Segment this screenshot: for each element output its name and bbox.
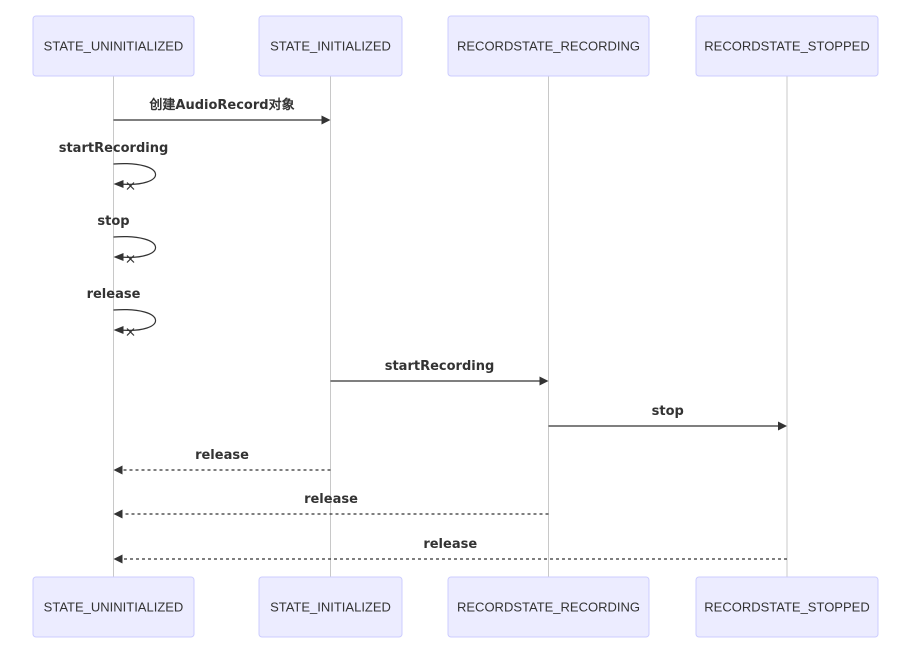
self-message-line xyxy=(113,236,157,258)
message-label: release xyxy=(423,537,477,552)
message-2: stop xyxy=(97,214,157,263)
message-label: stop xyxy=(97,214,129,229)
actor-recording-top: RECORDSTATE_RECORDING xyxy=(447,15,650,77)
actor-box xyxy=(258,576,403,638)
message-8: release xyxy=(113,537,787,564)
message-4: startRecording xyxy=(330,359,549,386)
self-message-line xyxy=(113,309,157,331)
arrowhead xyxy=(113,253,124,261)
message-3: release xyxy=(87,287,157,336)
actor-label: RECORDSTATE_STOPPED xyxy=(704,599,869,614)
actor-init-bottom: STATE_INITIALIZED xyxy=(258,576,403,638)
arrowhead xyxy=(113,509,123,519)
cross-mark xyxy=(126,328,135,336)
actor-uninit-bottom: STATE_UNINITIALIZED xyxy=(32,576,195,638)
cross-mark xyxy=(126,255,135,263)
actor-label: STATE_UNINITIALIZED xyxy=(44,38,184,53)
message-7: release xyxy=(113,492,549,519)
actor-box xyxy=(447,15,650,77)
actor-stopped-top: RECORDSTATE_STOPPED xyxy=(695,15,879,77)
actor-label: STATE_INITIALIZED xyxy=(270,38,391,53)
actor-label: STATE_INITIALIZED xyxy=(270,599,391,614)
message-label: release xyxy=(304,492,358,507)
message-label: 创建AudioRecord对象 xyxy=(148,97,294,113)
message-label: release xyxy=(87,287,141,302)
actor-init-top: STATE_INITIALIZED xyxy=(258,15,403,77)
message-5: stop xyxy=(548,404,787,431)
actor-label: RECORDSTATE_STOPPED xyxy=(704,38,869,53)
cross-mark xyxy=(126,182,135,190)
actor-box xyxy=(258,15,403,77)
actor-label: RECORDSTATE_RECORDING xyxy=(457,38,640,53)
message-label: startRecording xyxy=(385,359,495,374)
actor-recording-bottom: RECORDSTATE_RECORDING xyxy=(447,576,650,638)
arrowhead xyxy=(321,115,331,125)
message-label: release xyxy=(195,448,249,463)
arrowhead xyxy=(778,421,787,431)
message-label: stop xyxy=(652,404,684,419)
message-6: release xyxy=(113,448,331,475)
actor-box xyxy=(447,576,650,638)
lifelines xyxy=(113,76,788,577)
message-1: startRecording xyxy=(59,141,169,190)
actor-box xyxy=(32,15,195,77)
actor-box xyxy=(695,576,879,638)
arrowhead xyxy=(113,180,124,188)
actor-label: STATE_UNINITIALIZED xyxy=(44,599,184,614)
actor-box xyxy=(695,15,879,77)
actors: STATE_UNINITIALIZED STATE_INITIALIZED RECO… xyxy=(32,15,879,638)
arrowhead xyxy=(113,465,123,475)
message-0: 创建AudioRecord对象 xyxy=(113,97,331,125)
actor-box xyxy=(32,576,195,638)
arrowhead xyxy=(113,326,124,334)
messages: 创建AudioRecord对象 startRecording stop release… xyxy=(59,97,787,564)
arrowhead xyxy=(113,554,123,564)
message-label: startRecording xyxy=(59,141,169,156)
arrowhead xyxy=(539,376,549,386)
actor-uninit-top: STATE_UNINITIALIZED xyxy=(32,15,195,77)
actor-stopped-bottom: RECORDSTATE_STOPPED xyxy=(695,576,879,638)
self-message-line xyxy=(113,163,157,185)
actor-label: RECORDSTATE_RECORDING xyxy=(457,599,640,614)
